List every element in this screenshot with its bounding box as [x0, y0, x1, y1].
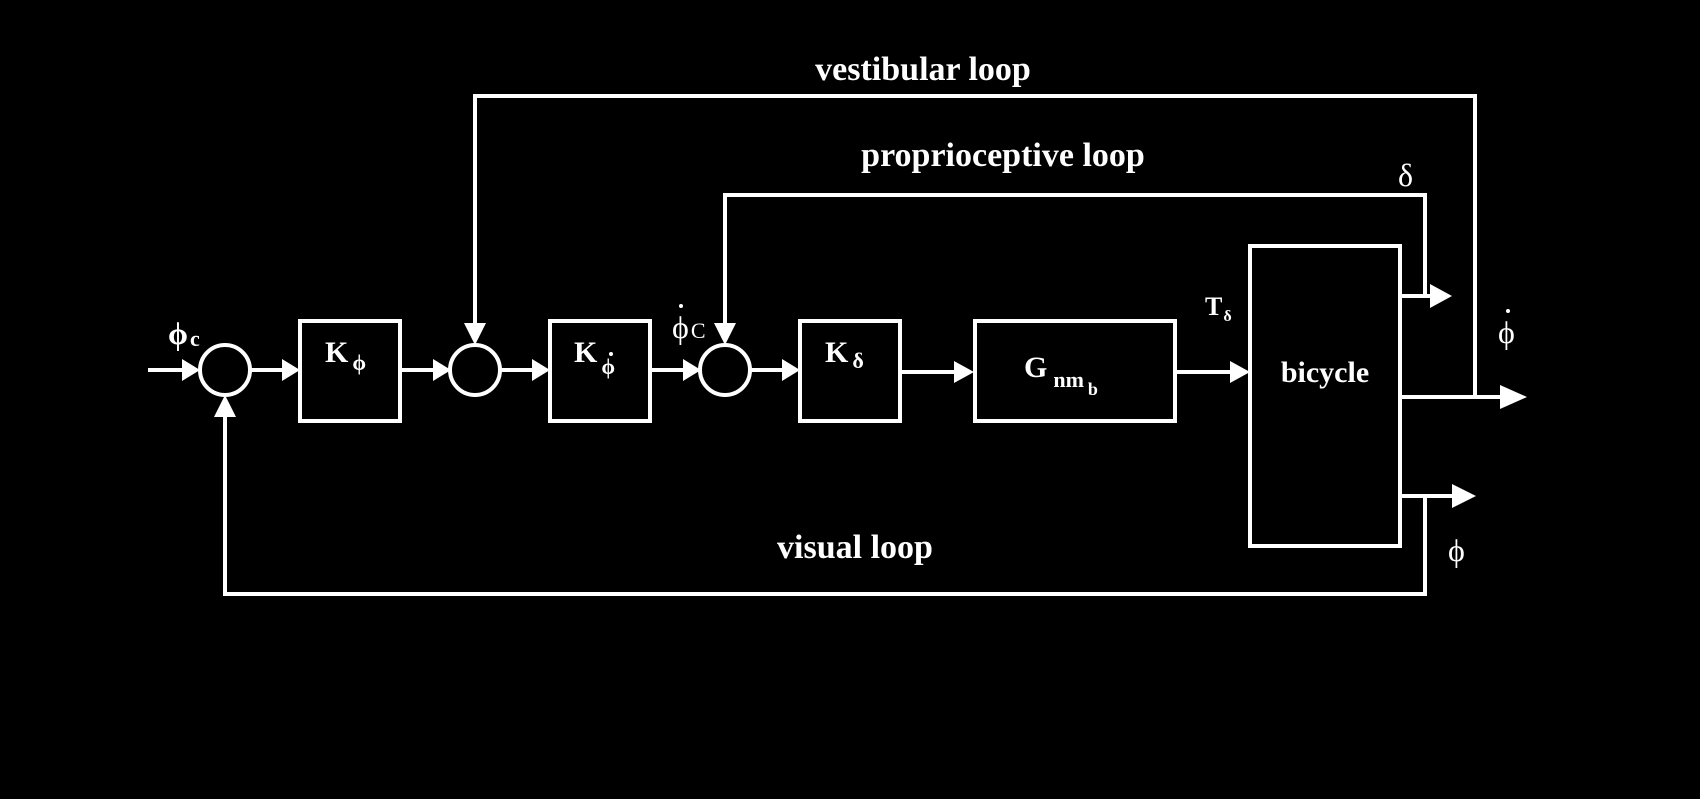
visual-loop [214, 395, 1427, 596]
g-nm-block [973, 319, 1177, 423]
phi-output-label: ϕ [1448, 532, 1465, 568]
k-phi-block [298, 319, 402, 423]
k-delta-block [798, 319, 902, 423]
arrow-kdelta-gnm [954, 361, 974, 383]
phi-output-arrow [1452, 484, 1476, 508]
arrow-kphidot-sum3 [683, 359, 701, 381]
vestibular-loop-wire [473, 94, 1477, 397]
proprioceptive-loop-wire [723, 193, 1427, 327]
vestibular-loop-arrow [464, 323, 486, 345]
delta-label: δ [1398, 157, 1413, 193]
visual-loop-label: visual loop [777, 529, 933, 566]
phidot-output-arrow [1500, 385, 1527, 409]
visual-loop-wire [223, 413, 1427, 596]
phidot-c-label: ϕC [672, 309, 706, 345]
input-arrow [182, 359, 200, 381]
arrow-sum1-kphi [282, 359, 300, 381]
summing-junction-3 [698, 343, 752, 397]
forward-path [148, 359, 1250, 383]
t-delta-label: Tδ [1205, 292, 1232, 325]
bicycle-block [1248, 244, 1402, 548]
arrow-sum2-kphidot [532, 359, 550, 381]
k-phidot-dot [609, 352, 613, 356]
summing-junction-1 [198, 343, 252, 397]
proprioceptive-loop-arrow [714, 323, 736, 345]
bicycle-label: bicycle [1281, 356, 1369, 389]
summing-junction-2 [448, 343, 502, 397]
arrow-gnm-bicycle [1230, 361, 1250, 383]
proprioceptive-loop [714, 193, 1427, 345]
arrow-kphi-sum2 [433, 359, 451, 381]
k-phidot-block [548, 319, 652, 423]
delta-output-arrow [1430, 284, 1452, 308]
phidot-c-dot [679, 304, 683, 308]
phi-dot-label: ϕ [1498, 314, 1515, 350]
vestibular-loop-label: vestibular loop [815, 51, 1031, 88]
visual-loop-arrow [214, 395, 236, 417]
phi-dot-dot [1506, 309, 1510, 313]
vestibular-loop [464, 94, 1477, 397]
proprioceptive-loop-label: proprioceptive loop [861, 137, 1145, 174]
phi-c-label: ϕc [168, 315, 200, 351]
arrow-sum3-kdelta [782, 359, 800, 381]
